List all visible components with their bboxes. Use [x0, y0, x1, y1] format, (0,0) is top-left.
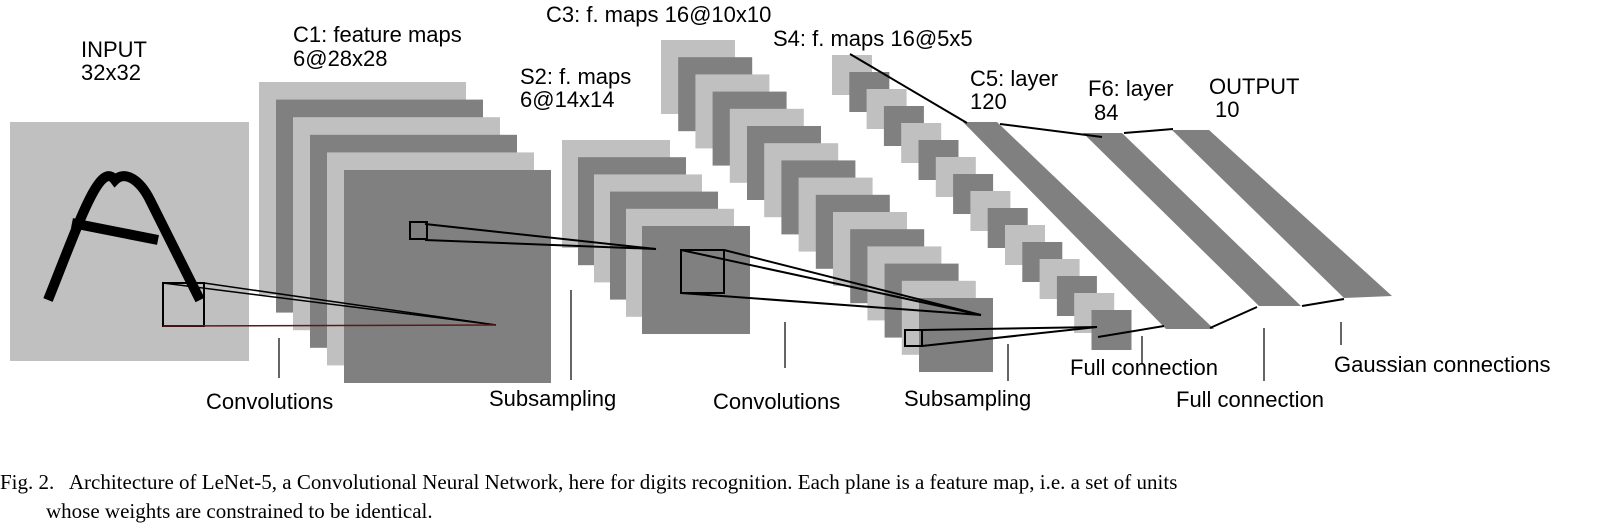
s2-title: S2: f. maps — [520, 64, 631, 89]
handwritten-a-glyph — [43, 171, 205, 303]
f6-layer-band — [1083, 133, 1301, 306]
output-size: 10 — [1215, 97, 1239, 122]
s2-size: 6@14x14 — [520, 87, 615, 112]
fully-connected-layers — [963, 122, 1392, 329]
op-label-full-connection-1: Full connection — [1070, 355, 1218, 380]
op-label-convolutions-2: Convolutions — [713, 389, 840, 414]
c1-size: 6@28x28 — [293, 46, 388, 71]
c5-title: C5: layer — [970, 66, 1058, 91]
s2-plane — [642, 226, 750, 334]
caption-line-2: whose weights are constrained to be iden… — [46, 499, 433, 523]
op-label-full-connection-2: Full connection — [1176, 387, 1324, 412]
f6-title: F6: layer — [1088, 76, 1174, 101]
op-label-gaussian-connections: Gaussian connections — [1334, 352, 1550, 377]
c5-layer-band — [963, 122, 1214, 329]
op-label-subsampling-2: Subsampling — [904, 386, 1031, 411]
op-label-convolutions-1: Convolutions — [206, 389, 333, 414]
input-title: INPUT — [81, 37, 147, 62]
figure-caption: Fig. 2. Architecture of LeNet-5, a Convo… — [0, 468, 1608, 526]
input-layer: INPUT 32x32 — [10, 37, 249, 361]
input-plane — [10, 122, 249, 361]
s4-feature-maps — [832, 55, 1132, 350]
input-size: 32x32 — [81, 60, 141, 85]
s2-receptive-field — [680, 249, 725, 294]
c1-title: C1: feature maps — [293, 22, 462, 47]
connection-lines — [162, 53, 1345, 347]
operation-ticks — [278, 290, 1342, 381]
output-layer-band — [1172, 130, 1392, 298]
s4-plane — [1091, 310, 1132, 350]
c5-size: 120 — [970, 89, 1007, 114]
output-title: OUTPUT — [1209, 74, 1299, 99]
c1-receptive-field — [409, 221, 428, 240]
lenet5-architecture-diagram: INPUT 32x32 — [10, 2, 1550, 414]
op-label-subsampling-1: Subsampling — [489, 386, 616, 411]
s4-title: S4: f. maps 16@5x5 — [773, 26, 973, 51]
f6-size: 84 — [1094, 100, 1118, 125]
c1-plane — [344, 170, 551, 383]
s2-feature-maps — [562, 140, 750, 334]
c3-title: C3: f. maps 16@10x10 — [546, 2, 771, 27]
c3-receptive-field — [904, 329, 923, 347]
c1-feature-maps — [259, 82, 551, 383]
caption-line-1: Fig. 2. Architecture of LeNet-5, a Convo… — [0, 470, 1178, 494]
